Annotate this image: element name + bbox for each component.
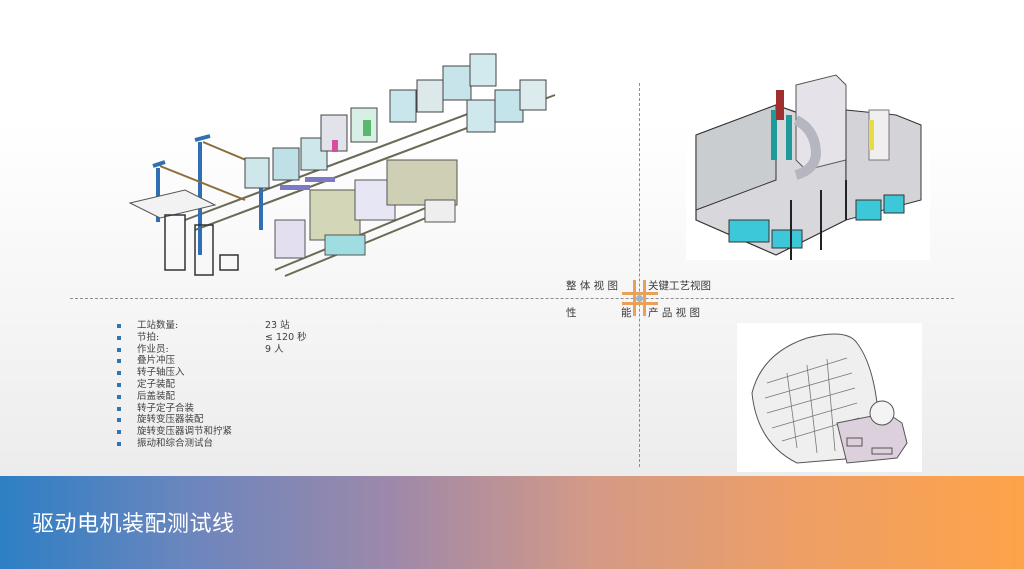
- bullet-icon: [117, 347, 121, 352]
- key-process-image: [686, 70, 930, 260]
- performance-label-right: 能: [621, 307, 632, 319]
- spec-item: 节拍:≤ 120 秒: [114, 332, 374, 344]
- workcell-drawing: [695, 74, 922, 260]
- slide-title: 驱动电机装配测试线: [32, 512, 235, 537]
- spec-item: 振动和综合测试台: [114, 438, 374, 450]
- bullet-icon: [117, 418, 121, 423]
- spec-item: 定子装配: [114, 379, 374, 391]
- bullet-icon: [117, 406, 121, 411]
- bullet-icon: [117, 394, 121, 399]
- bullet-icon: [117, 430, 121, 435]
- spec-item: 叠片冲压: [114, 355, 374, 367]
- product-view-label: 产 品 视 图: [648, 307, 701, 319]
- spec-item: 工站数量:23 站: [114, 320, 374, 332]
- product-view-image: [737, 323, 922, 472]
- spec-item: 转子定子合装: [114, 403, 374, 415]
- spec-item: 旋转变压器调节和拧紧: [114, 426, 374, 438]
- bullet-icon: [117, 359, 121, 364]
- overall-view-image: [125, 40, 565, 285]
- bullet-icon: [117, 335, 121, 340]
- bullet-icon: [117, 441, 121, 446]
- motor-housing-drawing: [751, 333, 908, 464]
- key-process-view-label: 关键工艺视图: [648, 280, 711, 292]
- vertical-divider: [639, 83, 640, 467]
- title-banner: 驱动电机装配测试线: [0, 476, 1024, 569]
- spec-item: 作业员:9 人: [114, 344, 374, 356]
- production-line-drawing: [128, 53, 556, 277]
- bullet-icon: [117, 324, 121, 328]
- performance-label-left: 性: [566, 307, 577, 319]
- bullet-icon: [117, 371, 121, 376]
- horizontal-divider: [70, 298, 954, 299]
- performance-spec-list: 工站数量:23 站 节拍:≤ 120 秒 作业员:9 人 叠片冲压 转子轴压入 …: [114, 320, 374, 450]
- spec-item: 旋转变压器装配: [114, 414, 374, 426]
- spec-item: 转子轴压入: [114, 367, 374, 379]
- spec-item: 后盖装配: [114, 391, 374, 403]
- bullet-icon: [117, 382, 121, 387]
- overall-view-label: 整 体 视 图: [566, 280, 619, 292]
